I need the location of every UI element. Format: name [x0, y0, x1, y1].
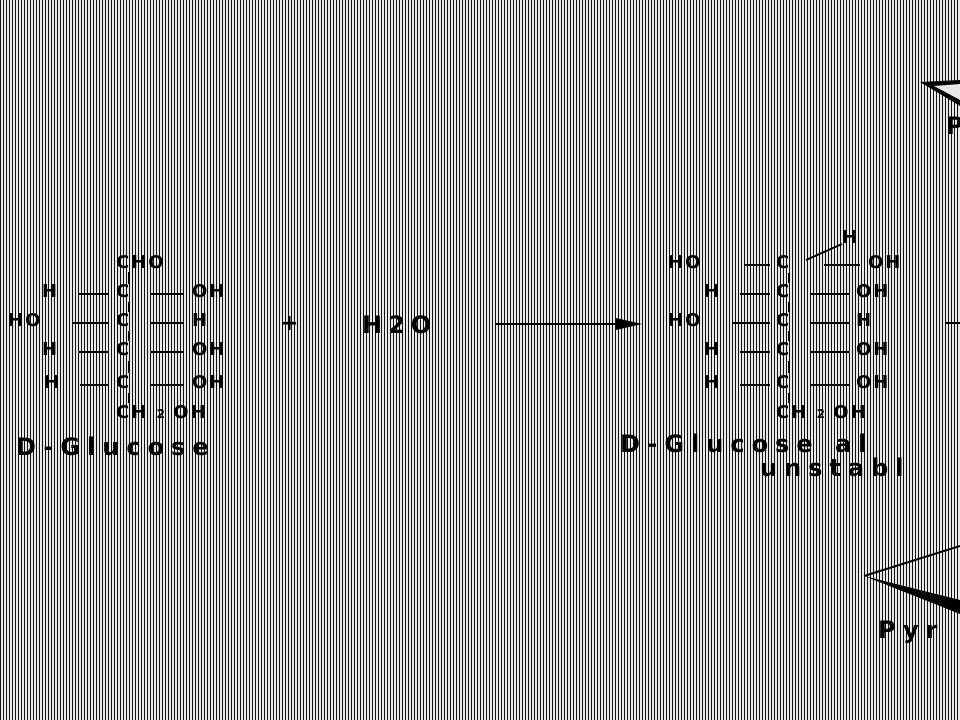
right-row5-bond-right [810, 384, 850, 386]
left-bond-v4 [128, 361, 130, 373]
left-bottom-group: CH 2 OH [116, 402, 208, 423]
left-row3-left: H [42, 339, 60, 360]
right-row1-left: HO [668, 252, 703, 273]
reaction-arrow [496, 318, 642, 330]
left-row2-carbon: C [116, 310, 132, 331]
right-bond-v3 [788, 331, 790, 341]
left-row3-bond-left [78, 351, 108, 353]
right-row2-bond-left [740, 293, 770, 295]
right-row1-bond-left [744, 264, 770, 266]
left-bond-v2 [128, 302, 130, 312]
left-molecule-name: D-Glucose [16, 433, 216, 461]
right-row3-carbon: C [776, 310, 792, 331]
right-top-h-bond [805, 243, 843, 261]
left-row4-bond-left [80, 384, 108, 386]
right-row1-right: OH [868, 252, 903, 273]
right-row1-carbon: C [776, 252, 792, 273]
water-reagent: H2O [362, 311, 438, 339]
left-row1-right: OH [192, 281, 227, 302]
left-row3-carbon: C [116, 339, 132, 360]
right-row5-carbon: C [776, 372, 792, 393]
right-bond-v2 [788, 302, 790, 312]
right-row4-bond-left [740, 351, 770, 353]
right-row2-bond-right [810, 293, 850, 295]
left-row1-bond-left [78, 293, 108, 295]
right-top-h: H [842, 227, 860, 248]
right-row4-bond-right [810, 351, 850, 353]
left-row1-carbon: C [116, 281, 132, 302]
left-row4-carbon: C [116, 372, 132, 393]
left-row4-right: OH [192, 372, 227, 393]
top-right-label: P [946, 112, 960, 140]
left-row2-left: HO [8, 310, 43, 331]
right-row4-right: OH [856, 339, 891, 360]
left-row3-right: OH [192, 339, 227, 360]
right-row4-carbon: C [776, 339, 792, 360]
right-row3-bond-right [810, 322, 850, 324]
left-bond-v5 [128, 393, 130, 403]
right-row2-right: OH [856, 281, 891, 302]
bottom-right-arrow [863, 545, 960, 614]
left-bond-v3 [128, 331, 130, 341]
left-row2-right: H [192, 310, 210, 331]
bottom-right-label: Pyr [878, 616, 945, 644]
left-row4-left: H [44, 372, 62, 393]
left-row3-bond-right [150, 351, 184, 353]
right-molecule-name-line2: unstabl [760, 454, 911, 482]
plus-sign: + [280, 311, 301, 336]
right-row5-left: H [704, 372, 722, 393]
right-bond-v1 [788, 273, 790, 283]
left-row2-bond-left [72, 322, 108, 324]
right-row4-left: H [704, 339, 722, 360]
right-row3-trailing-bond [946, 322, 960, 324]
left-row1-bond-right [150, 293, 184, 295]
right-row5-right: OH [856, 372, 891, 393]
right-bond-v4 [788, 361, 790, 373]
right-row5-bond-left [740, 384, 770, 386]
right-bond-v5 [788, 393, 790, 403]
left-row4-bond-right [150, 384, 184, 386]
left-aldehyde-group: CHO [116, 252, 166, 273]
right-row1-bond-right [824, 264, 860, 266]
left-bond-v1 [128, 272, 130, 284]
right-bottom-group: CH 2 OH [776, 402, 868, 423]
top-right-arrowhead [920, 80, 960, 106]
right-row3-right: H [856, 310, 874, 331]
right-row2-left: H [704, 281, 722, 302]
right-row2-carbon: C [776, 281, 792, 302]
left-row2-bond-right [150, 322, 184, 324]
left-row1-left: H [42, 281, 60, 302]
right-row3-left: HO [668, 310, 703, 331]
right-row3-bond-left [732, 322, 770, 324]
right-molecule-name-line1: D-Glucose al [620, 430, 874, 458]
